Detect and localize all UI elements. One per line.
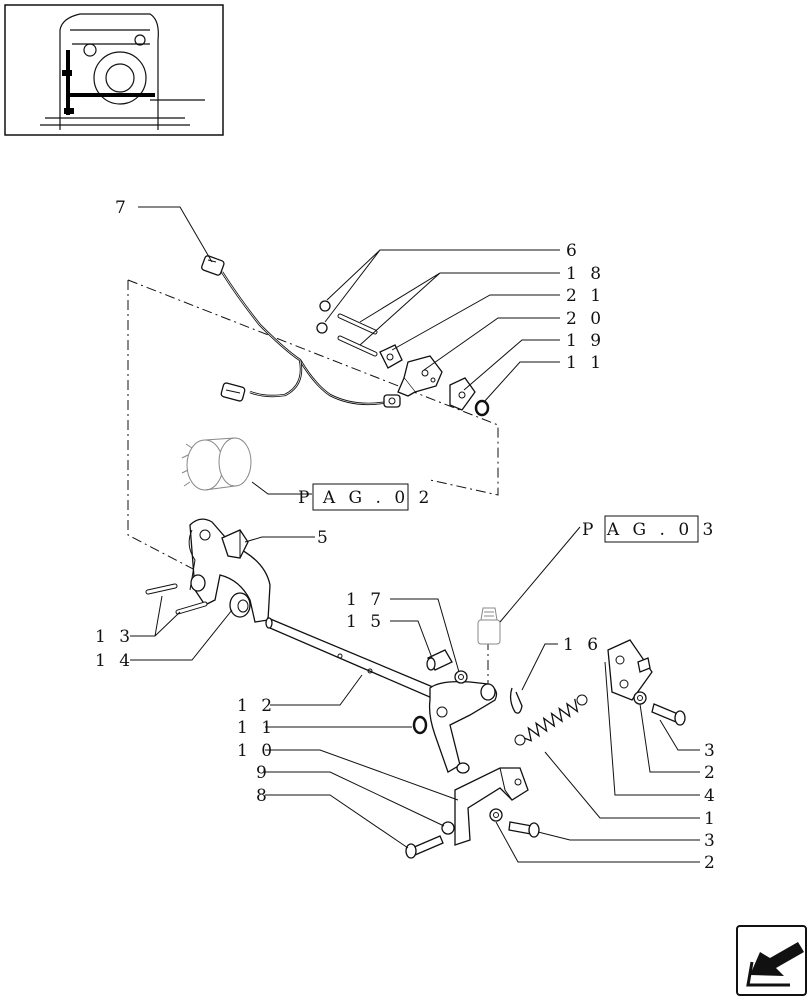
washer-2-bottom [489,808,503,822]
bolt-3-bottom [508,821,540,838]
o-ring-11-top [474,399,490,417]
washer-17 [454,670,468,684]
pin-15 [426,649,453,671]
spacer-21 [379,344,403,369]
connector-plug [201,255,225,276]
callout-9: 9 [256,763,271,783]
callout-18: 1 8 [566,264,605,284]
callout-8: 8 [256,786,271,806]
reference-switch [477,607,501,645]
callout-20: 2 0 [566,309,605,329]
block-5 [221,529,249,559]
callout-19: 1 9 [566,331,605,351]
callout-2-right: 2 [704,763,719,783]
callout-11-top: 1 1 [566,353,605,373]
wiring-harness[interactable] [201,255,401,408]
locator-thumbnail-icon[interactable] [4,4,224,136]
leader-lines [130,206,700,863]
bracket-10 [454,767,529,846]
callout-4: 4 [704,786,719,806]
callout-6: 6 [566,241,581,261]
reference-gear [181,437,252,491]
ball-parts [316,300,331,334]
shift-fork[interactable] [188,518,271,623]
callout-17: 1 7 [346,590,385,610]
callout-12: 1 2 [237,696,276,716]
washer-9 [441,821,455,835]
callout-16: 1 6 [563,635,602,655]
reference-box-pag02[interactable]: P A G . 0 2 [298,483,433,511]
reference-label-pag03: P A G . 0 3 [582,520,717,540]
callout-11-bottom: 1 1 [237,718,276,738]
reference-label-pag02: P A G . 0 2 [298,488,433,508]
callout-14: 1 4 [95,651,134,671]
callout-3-right: 3 [704,741,719,761]
o-ring-11-bottom [412,715,428,735]
pins-18 [337,313,378,357]
callout-labels: 7 6 1 8 2 1 2 0 1 9 1 1 5 1 7 1 5 1 6 1 … [95,198,719,873]
reference-box-pag03[interactable]: P A G . 0 3 [582,515,717,543]
callout-5: 5 [317,528,332,548]
callout-15: 1 5 [346,612,385,632]
bolt-3-right [651,703,686,726]
connector-socket [220,382,246,402]
callout-13: 1 3 [95,627,134,647]
spring-1[interactable] [514,694,588,746]
shift-lever[interactable] [428,680,498,774]
callout-1: 1 [704,809,719,829]
bracket-4 [607,639,653,701]
washer-2-right [633,691,647,705]
bolt-8 [405,835,444,859]
sensor-body-20 [397,355,443,397]
next-page-arrow-icon[interactable] [736,925,807,996]
callout-2-bottom: 2 [704,853,719,873]
callout-3-bottom: 3 [704,831,719,851]
roll-pins-13 [145,583,208,615]
sensor-end [383,394,401,408]
callout-10: 1 0 [237,741,276,761]
assembly-envelope [127,279,499,690]
callout-21: 2 1 [566,286,605,306]
plate-19 [449,377,476,411]
callout-7: 7 [115,198,130,218]
clip-16 [509,687,523,714]
